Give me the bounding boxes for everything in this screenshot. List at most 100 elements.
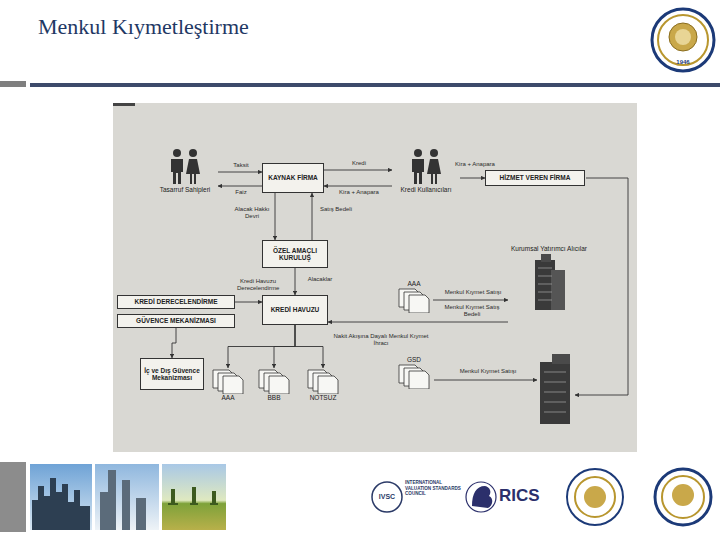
field-photo — [162, 464, 226, 530]
node-text: AAA — [407, 280, 420, 287]
flow-arrow — [235, 302, 262, 303]
person-body — [171, 159, 183, 184]
university-seal-ring — [662, 476, 704, 518]
flow-arrow — [460, 178, 485, 179]
logo-acronym: IVSC — [373, 493, 401, 500]
city-skyline — [32, 478, 90, 530]
security-documents: NOTSUZ — [302, 368, 344, 408]
party-figure: Tasarruf Sahipleri — [152, 148, 218, 208]
edge-label: Kredi — [340, 160, 378, 167]
document-stack-icon — [306, 368, 340, 394]
document-stack-icon — [397, 287, 431, 313]
logo-year: 1946 — [671, 59, 695, 65]
node-text: GSD — [407, 356, 421, 363]
edge-label: Alacaklar — [299, 276, 341, 283]
flow-arrow — [312, 193, 313, 240]
process-box: GÜVENCE MEKANİZMASI — [117, 314, 235, 328]
edge-label: Faiz — [228, 189, 254, 196]
person-body — [427, 159, 441, 184]
security-documents: BBB — [256, 368, 292, 408]
logo-emblem-core — [675, 29, 691, 45]
photo-ground — [113, 103, 637, 452]
edge-label: Menkul Kıymet Satışı — [437, 289, 509, 296]
node-text: İç ve Dış Güvence Mekanizması — [144, 367, 200, 382]
security-documents: GSD — [395, 356, 433, 396]
header-rule — [30, 83, 720, 87]
flow-arrow — [324, 186, 392, 187]
person-head — [173, 149, 181, 157]
flow-arrow — [328, 322, 508, 323]
lion-head — [472, 486, 492, 508]
flow-arrow — [324, 170, 392, 171]
building-icon — [529, 252, 569, 310]
flow-label: Menkul Kıymet Satışı — [446, 368, 530, 375]
node-text: KREDİ DERECELENDİRME — [134, 298, 217, 305]
person-body — [186, 159, 200, 184]
tower-photo — [95, 464, 159, 530]
node-text: BBB — [267, 394, 280, 401]
edge-label: Satış Bedeli — [317, 206, 355, 213]
node-text: Kredi Kullanıcıları — [401, 186, 452, 193]
node-text: GÜVENCE MEKANİZMASI — [136, 317, 216, 324]
service-wire — [575, 178, 628, 395]
document-sheet — [318, 376, 338, 394]
edge-label: Menkul Kıymet Satış Bedeli — [436, 304, 508, 318]
faculty-seal-core — [584, 486, 606, 508]
process-box: ÖZEL AMAÇLI KURULUŞ — [262, 240, 328, 268]
edge-label: Kredi Havuzu Derecelendirme — [236, 278, 280, 292]
header-bar — [0, 81, 26, 87]
document-stack-icon — [211, 368, 245, 394]
edge-label: Taksit — [225, 162, 257, 169]
building-illustration — [540, 354, 570, 424]
flow-arrow — [218, 172, 262, 173]
university-seal-core — [672, 484, 694, 506]
node-text: HİZMET VEREN FİRMA — [500, 174, 571, 181]
node-text: Kurumsal Yatırımcı Alıcılar — [511, 245, 587, 252]
tower — [540, 362, 570, 424]
document-stack-icon — [397, 363, 431, 389]
party-figure: Kredi Kullanıcıları — [392, 148, 460, 208]
edge-label: Alacak Hakkı Devri — [232, 206, 272, 220]
university-seal — [655, 469, 711, 525]
tower-skyline — [100, 470, 146, 530]
edge-label: Kira + Anapara — [449, 161, 501, 168]
flow-arrow — [218, 186, 262, 187]
document-sheet — [223, 376, 243, 394]
logo-wordmark: RICS — [499, 486, 551, 506]
people-icon — [165, 148, 205, 186]
process-box: KAYNAK FİRMA — [262, 163, 324, 193]
person-head — [430, 149, 438, 157]
node-text: NOTSUZ — [310, 394, 337, 401]
security-documents: AAA — [395, 280, 433, 316]
university-logo — [652, 9, 714, 71]
node-text: KAYNAK FİRMA — [268, 174, 318, 181]
people-icon — [406, 148, 446, 186]
rics-mark — [466, 482, 496, 512]
node-text: AAA — [221, 394, 234, 401]
document-sheet — [269, 376, 289, 394]
tower-top — [541, 254, 551, 262]
footer-bar — [0, 462, 26, 532]
flow-arrow — [275, 193, 276, 240]
flow-arrow — [295, 325, 323, 368]
faculty-seal-ring — [575, 477, 615, 517]
node-text: Tasarruf Sahipleri — [160, 186, 211, 193]
city-photo — [30, 464, 92, 530]
logo-wordmark: INTERNATIONAL VALUATION STANDARDS COUNCI… — [405, 480, 463, 497]
slide-title: Menkul Kıymetleştirme — [38, 14, 249, 40]
edge-label: Nakit Akışına Dayalı Menkul Kıymet İhrac… — [330, 333, 432, 347]
person-body — [412, 159, 424, 184]
flow-arrow — [228, 325, 295, 368]
flow-arrow — [433, 300, 508, 301]
logo-ring — [658, 15, 708, 65]
process-box: KREDİ HAVUZU — [262, 295, 328, 325]
process-box: KREDİ DERECELENDİRME — [117, 295, 235, 309]
person-head — [414, 149, 422, 157]
photo-mark — [113, 103, 135, 106]
tower-side — [551, 270, 565, 310]
ivsc-logo — [372, 482, 402, 512]
